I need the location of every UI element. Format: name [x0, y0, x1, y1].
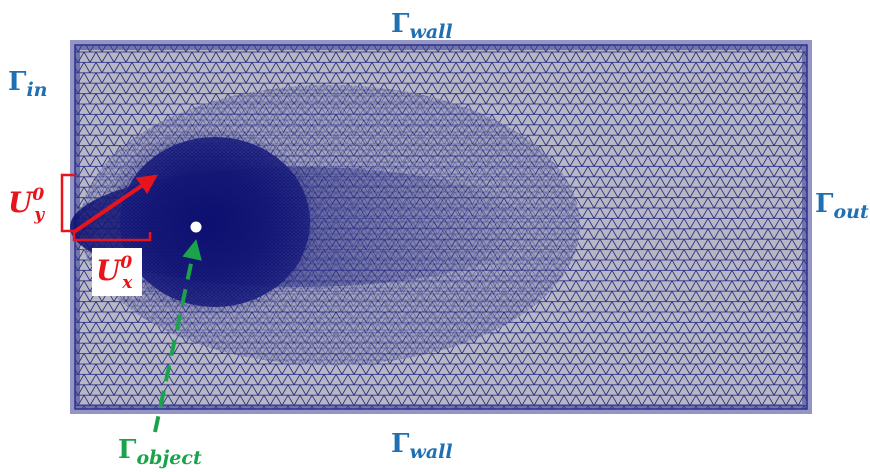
object-pointer-arrow: [153, 239, 202, 433]
ux-bracket: [72, 232, 152, 242]
velocity-arrow: [72, 174, 158, 234]
uy-bracket: [60, 173, 75, 233]
wall-top-label: Γwall: [391, 9, 453, 43]
mesh-domain: [70, 40, 812, 414]
velocity-annotation: [60, 173, 158, 242]
outlet-label: Γout: [815, 189, 869, 223]
object-density-glow: [100, 127, 320, 317]
object-label: Γobject: [118, 435, 202, 469]
inlet-label: Γin: [8, 67, 48, 101]
wall-bottom-label: Γwall: [391, 429, 453, 463]
ux-label-box: [92, 248, 142, 296]
object-cylinder: [190, 221, 202, 233]
